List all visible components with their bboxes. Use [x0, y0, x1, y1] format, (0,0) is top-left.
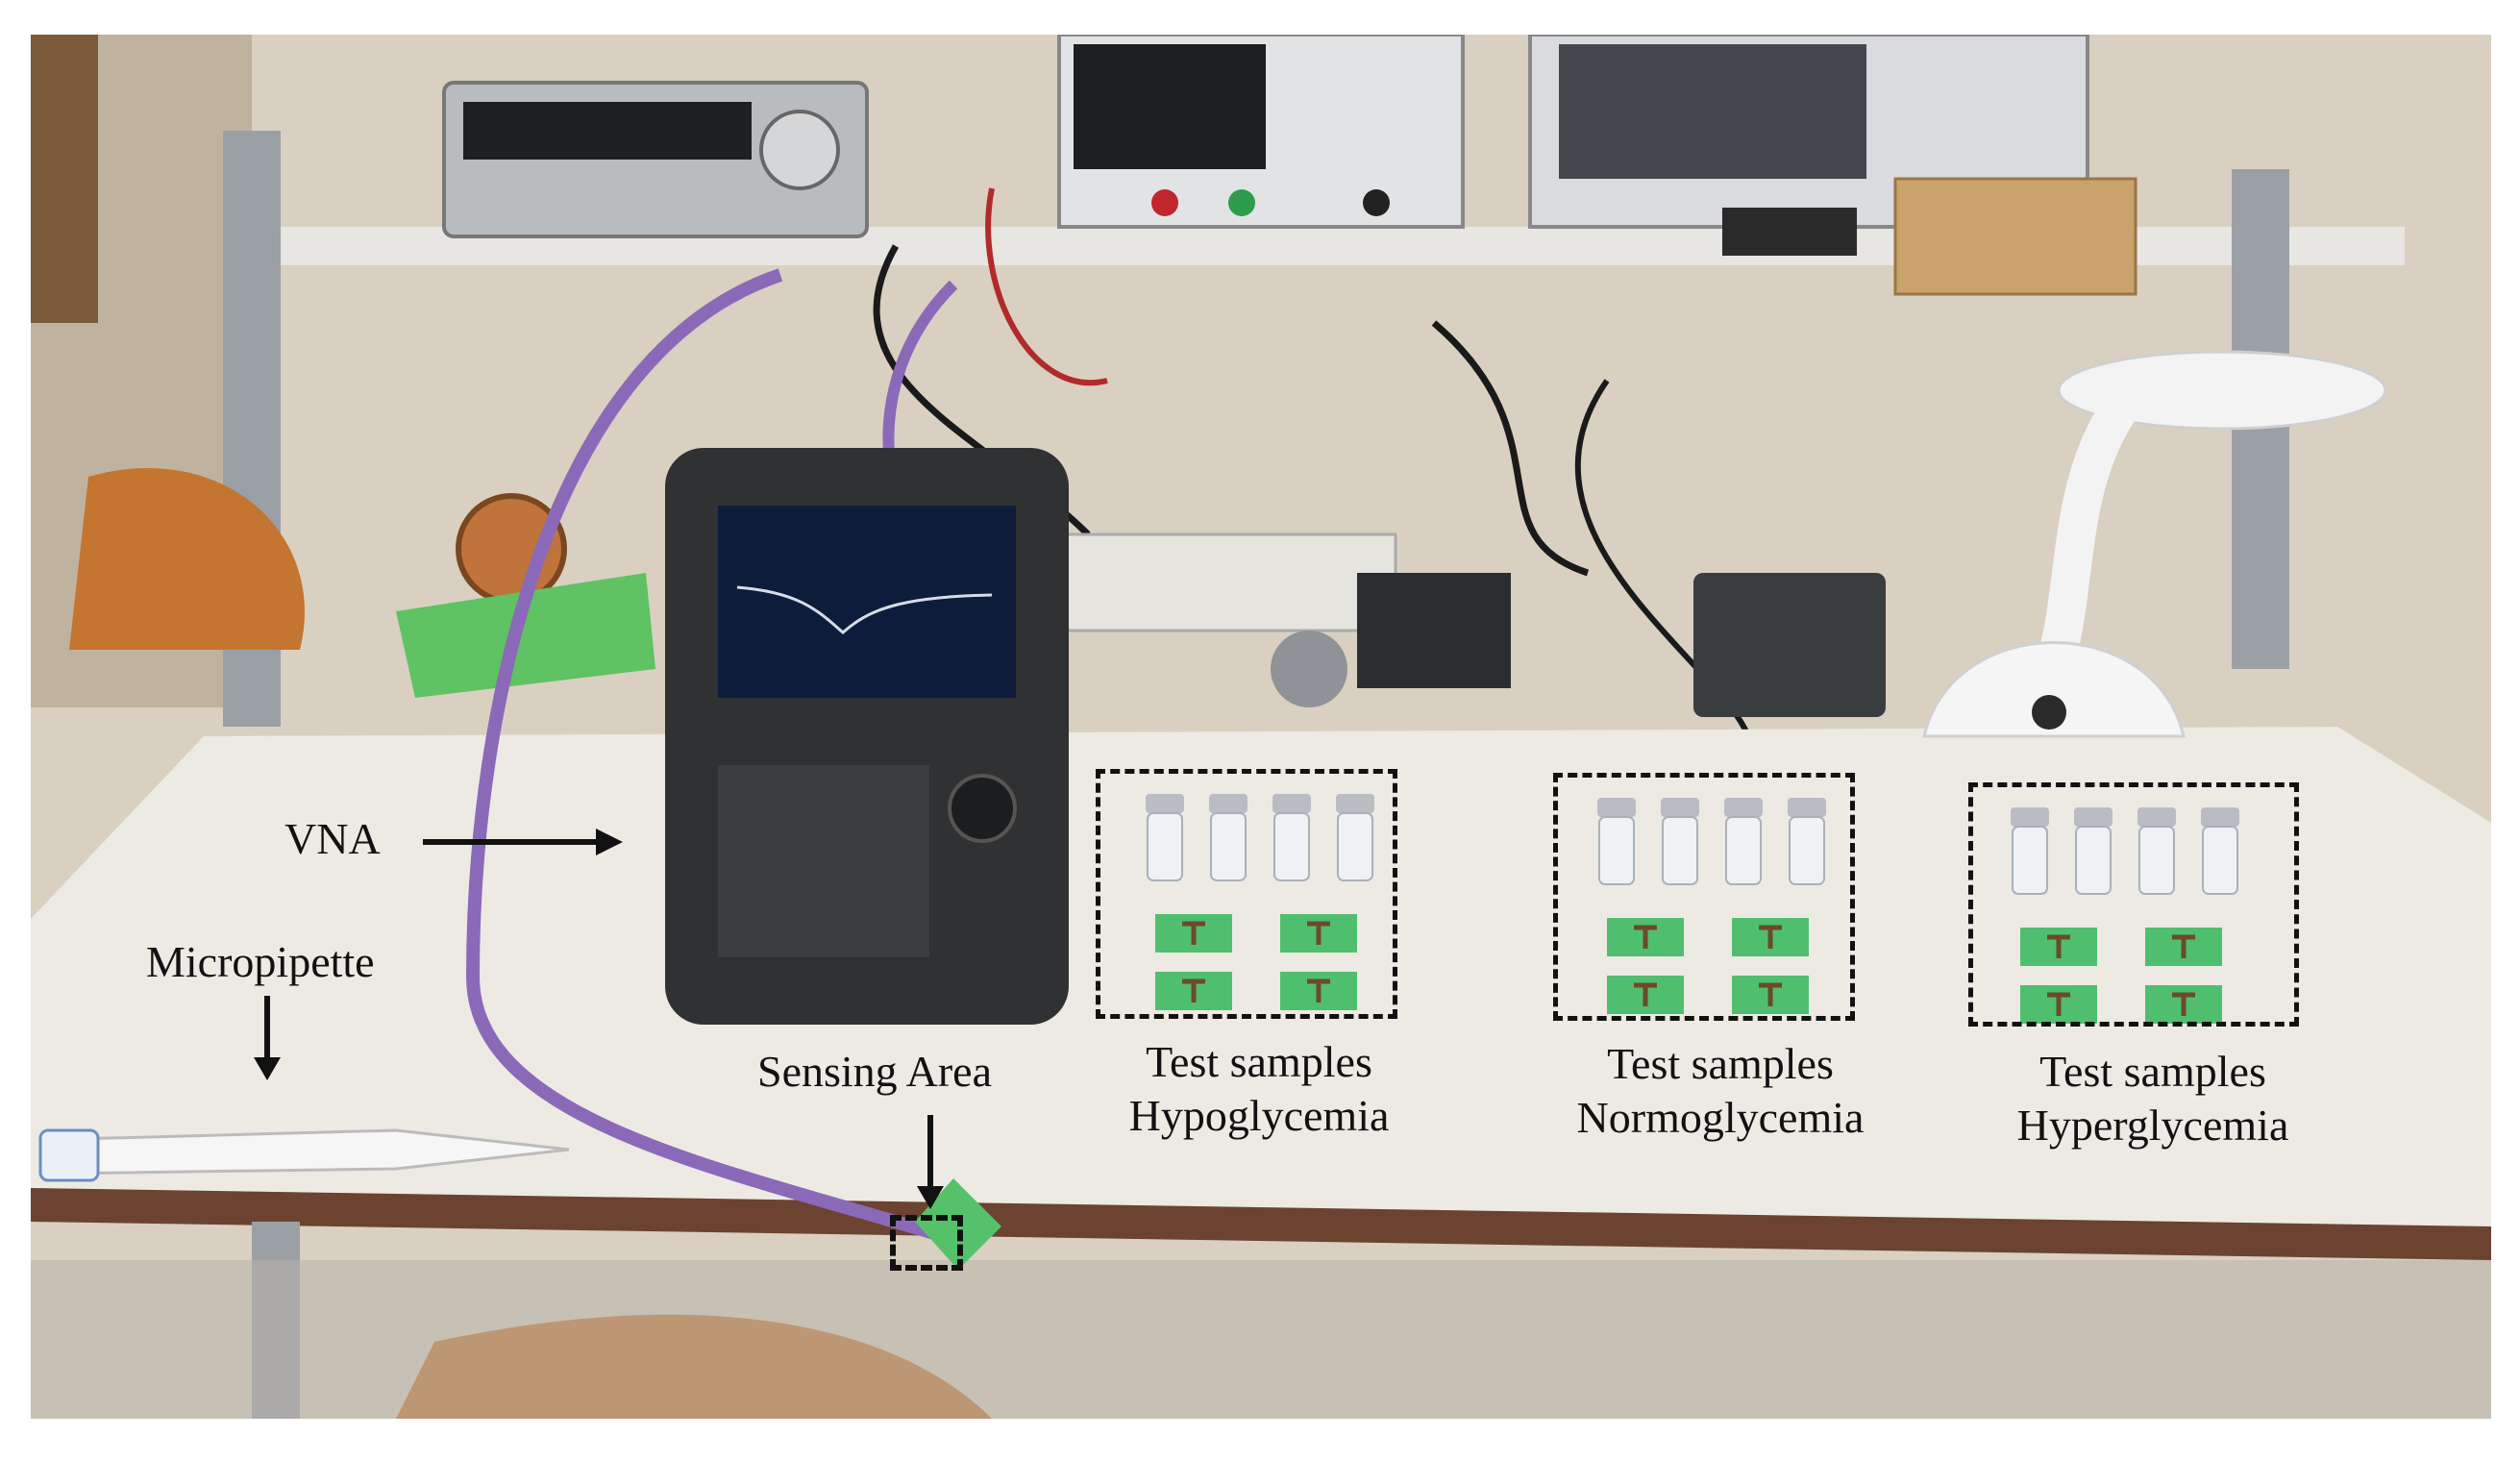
- power-terminal-black: [1363, 189, 1390, 216]
- power-supply-display: [1074, 44, 1266, 169]
- vna-dial: [948, 774, 1017, 843]
- normoglycemia-vial-cap: [1661, 798, 1699, 817]
- door-frame: [31, 35, 98, 323]
- hyperglycemia-vial-cap: [2074, 807, 2112, 827]
- hypoglycemia-vial-cap: [1272, 794, 1311, 813]
- hyperglycemia-label: Test samples Hyperglycemia: [1970, 1050, 2335, 1148]
- hyperglycemia-vial-cap: [2201, 807, 2239, 827]
- lamp-head: [2057, 350, 2387, 431]
- normoglycemia-vial: [1598, 816, 1635, 885]
- chair-back-left: [69, 468, 305, 650]
- hypoglycemia-sensor-trace: [1307, 978, 1330, 1003]
- lab-scene: [31, 35, 2491, 1419]
- hypoglycemia-vial: [1210, 812, 1247, 881]
- cardboard-box: [1893, 177, 2137, 296]
- hyperglycemia-box: [1968, 782, 2299, 1027]
- normoglycemia-sensor-trace: [1759, 925, 1782, 949]
- normoglycemia-vial: [1662, 816, 1698, 885]
- lamp-knob: [2032, 695, 2066, 730]
- vna-arrow: [423, 829, 623, 855]
- hyperglycemia-vial-cap: [2011, 807, 2049, 827]
- sensing-area-label: Sensing Area: [757, 1047, 993, 1096]
- cable-red: [985, 187, 1108, 386]
- oscilloscope-screen: [1559, 44, 1866, 179]
- soldering-station: [1693, 573, 1886, 717]
- hypoglycemia-label: Test samples Hypoglycemia: [1086, 1040, 1432, 1138]
- hyperglycemia-vial: [2075, 826, 2112, 895]
- green-sheet: [396, 573, 655, 698]
- hypoglycemia-vial-cap: [1336, 794, 1374, 813]
- vna-trace: [736, 585, 993, 634]
- sensing-area-arrow: [917, 1115, 944, 1209]
- table-edge: [31, 1188, 2491, 1260]
- hyperglycemia-line2: Hyperglycemia: [2016, 1101, 2289, 1150]
- power-terminal-red: [1151, 189, 1178, 216]
- lab-photo: [31, 35, 2491, 1419]
- normoglycemia-line1: Test samples: [1607, 1039, 1834, 1088]
- sensors-layer: [1155, 914, 2222, 1024]
- small-black-box: [1722, 208, 1857, 256]
- hypoglycemia-vial: [1147, 812, 1183, 881]
- normoglycemia-sensor-trace: [1634, 982, 1657, 1006]
- hypoglycemia-vial: [1337, 812, 1373, 881]
- hyperglycemia-line1: Test samples: [2039, 1047, 2266, 1096]
- hypoglycemia-line2: Hypoglycemia: [1128, 1091, 1390, 1140]
- normoglycemia-sensor-trace: [1759, 982, 1782, 1006]
- hyperglycemia-vial: [2012, 826, 2048, 895]
- normoglycemia-vial: [1725, 816, 1762, 885]
- lamp-base: [1922, 641, 2186, 738]
- micropipette-label: Micropipette: [146, 937, 375, 986]
- micropipette-grip: [38, 1128, 100, 1182]
- hypoglycemia-vial-cap: [1146, 794, 1184, 813]
- cable-black-2: [1431, 320, 1590, 577]
- power-strip: [1028, 532, 1397, 632]
- multimeter-display: [463, 102, 752, 160]
- normoglycemia-vial-cap: [1788, 798, 1826, 817]
- hypoglycemia-sensor-trace: [1182, 921, 1205, 945]
- lamp-arm: [2039, 388, 2142, 655]
- hyperglycemia-sensor-trace: [2047, 934, 2070, 958]
- normoglycemia-box: [1553, 773, 1855, 1021]
- normoglycemia-line2: Normoglycemia: [1576, 1093, 1865, 1142]
- hypoglycemia-sensor-trace: [1182, 978, 1205, 1003]
- normoglycemia-vial: [1789, 816, 1825, 885]
- hypoglycemia-line1: Test samples: [1146, 1037, 1372, 1086]
- table-top: [31, 727, 2491, 1226]
- normoglycemia-vial-cap: [1724, 798, 1763, 817]
- solder-spool: [1271, 631, 1347, 707]
- vna-screen: [718, 506, 1016, 698]
- hypoglycemia-box: [1096, 769, 1397, 1019]
- vna-label: VNA: [284, 814, 381, 863]
- power-terminal-green: [1228, 189, 1255, 216]
- hypoglycemia-vial-cap: [1209, 794, 1248, 813]
- normoglycemia-label: Test samples Normoglycemia: [1538, 1042, 1903, 1140]
- floor: [31, 1260, 2491, 1419]
- hypoglycemia-sensor-trace: [1307, 921, 1330, 945]
- hyperglycemia-sensor-trace: [2172, 934, 2195, 958]
- sensing-area-box: [890, 1215, 963, 1271]
- hyperglycemia-vial-cap: [2137, 807, 2176, 827]
- hyperglycemia-sensor-trace: [2172, 992, 2195, 1016]
- micropipette-arrow: [254, 996, 281, 1080]
- purple-cable: [465, 268, 947, 1243]
- hyperglycemia-sensor-trace: [2047, 992, 2070, 1016]
- multimeter-knob: [759, 110, 840, 190]
- hypoglycemia-vial: [1273, 812, 1310, 881]
- vna-keypad: [718, 765, 929, 957]
- hyperglycemia-vial: [2202, 826, 2238, 895]
- normoglycemia-vial-cap: [1597, 798, 1636, 817]
- normoglycemia-sensor-trace: [1634, 925, 1657, 949]
- vials-layer: [1146, 794, 2239, 895]
- solder-stand: [1357, 573, 1511, 688]
- hyperglycemia-vial: [2138, 826, 2175, 895]
